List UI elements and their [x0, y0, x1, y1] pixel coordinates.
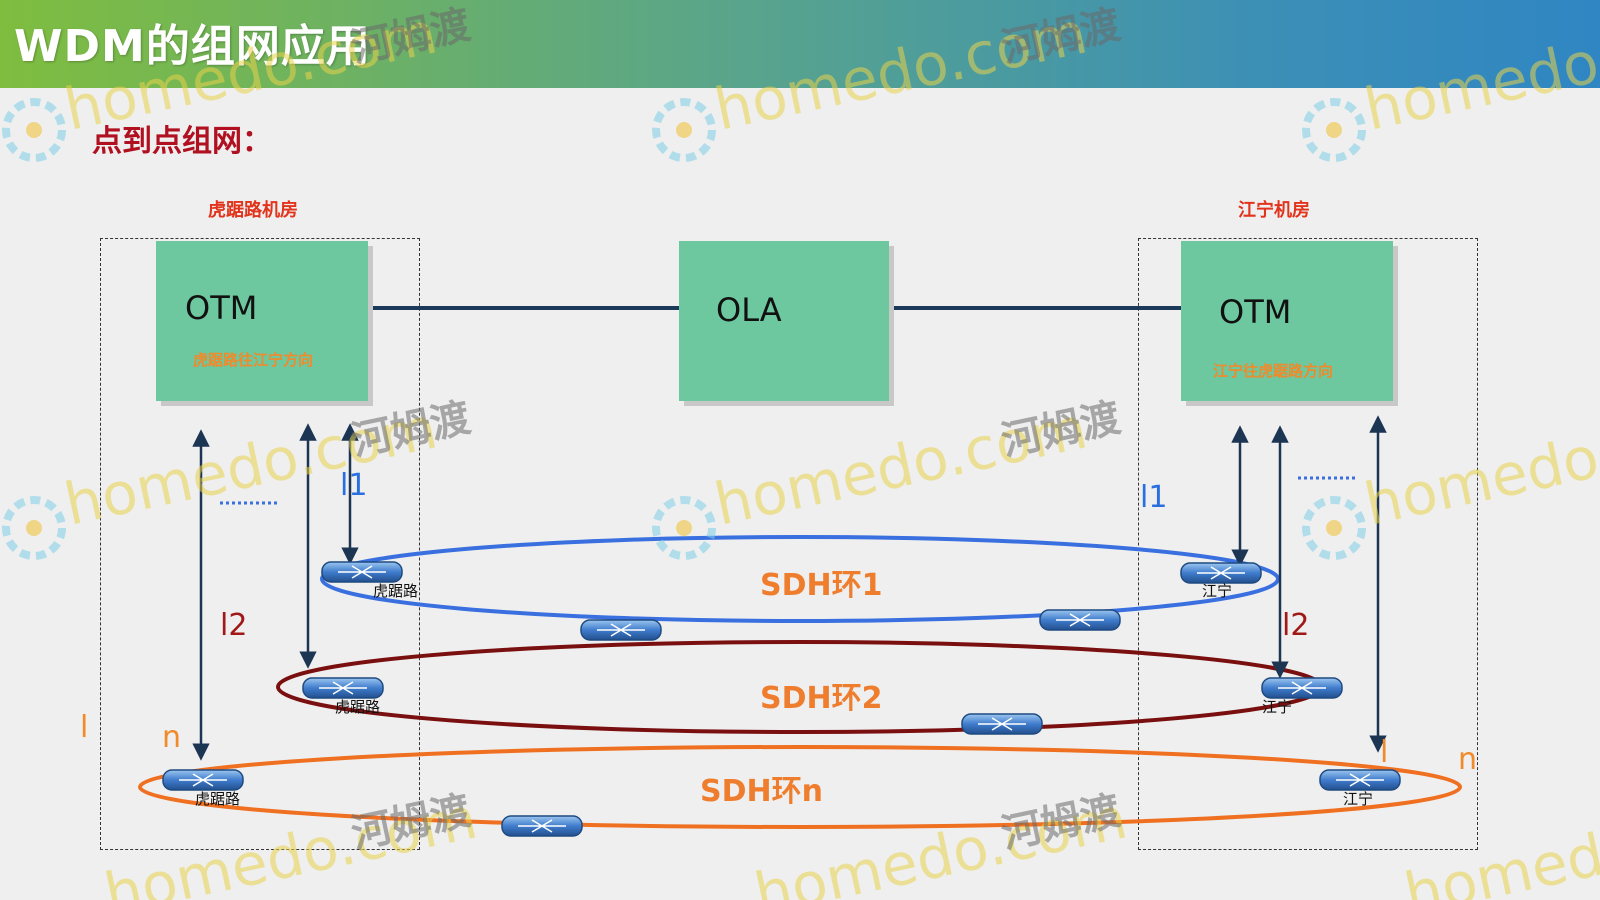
router-label-ring1-right: 江宁 [1202, 582, 1233, 600]
machine-room-right [1138, 238, 1478, 850]
wavelength-label-right-l1: l1 [1140, 480, 1168, 515]
router-label-ringn-right: 江宁 [1343, 790, 1374, 808]
wavelength-label-right-l: l [1380, 735, 1389, 770]
room-label-right: 江宁机房 [1238, 200, 1310, 221]
router-label-ringn-left: 虎踞路 [195, 790, 241, 808]
wavelength-label-left-n: n [162, 720, 182, 755]
ring-label-2: SDH环2 [760, 681, 883, 716]
ring-label-1: SDH环1 [760, 568, 883, 603]
router-icon-ring1-bottom-left [580, 619, 662, 641]
router-icon-ring2-bottom [961, 713, 1043, 735]
router-icon-ringn-right [1319, 769, 1401, 791]
router-label-ring2-left: 虎踞路 [335, 698, 381, 716]
room-label-left: 虎踞路机房 [208, 200, 298, 221]
router-icon-ringn-bottom [501, 815, 583, 837]
section-title: 点到点组网： [92, 124, 272, 159]
router-icon-ring1-bottom-right [1039, 609, 1121, 631]
wavelength-label-right-n: n [1458, 742, 1478, 777]
wavelength-label-left-l1: l1 [340, 468, 368, 503]
router-icon-ringn-left [162, 769, 244, 791]
otm-left-box: OTM 虎踞路往江宁方向 [156, 241, 368, 401]
title-bar: WDM的组网应用 [0, 0, 1600, 88]
router-icon-ring1-right [1180, 562, 1262, 584]
machine-room-left [100, 238, 420, 850]
router-label-ring1-left: 虎踞路 [373, 582, 419, 600]
otm-left-name: OTM [185, 289, 258, 327]
otm-right-box: OTM 江宁往虎踞路方向 [1181, 241, 1393, 401]
otm-right-subtitle: 江宁往虎踞路方向 [1213, 362, 1334, 380]
page-title: WDM的组网应用 [14, 21, 371, 72]
router-icon-ring2-right [1261, 677, 1343, 699]
ring-label-n: SDH环n [700, 774, 823, 809]
router-label-ring2-right: 江宁 [1262, 698, 1293, 716]
otm-left-subtitle: 虎踞路往江宁方向 [193, 351, 314, 369]
otm-right-name: OTM [1219, 293, 1292, 331]
ola-box: OLA [679, 241, 889, 401]
wavelength-label-left-l2: l2 [220, 608, 248, 643]
router-icon-ring2-left [302, 677, 384, 699]
sdh-ring-n [138, 745, 1462, 829]
wavelength-label-left-l: l [80, 710, 89, 745]
ola-name: OLA [716, 291, 782, 329]
router-icon-ring1-left [321, 561, 403, 583]
wavelength-label-right-l2: l2 [1282, 608, 1310, 643]
